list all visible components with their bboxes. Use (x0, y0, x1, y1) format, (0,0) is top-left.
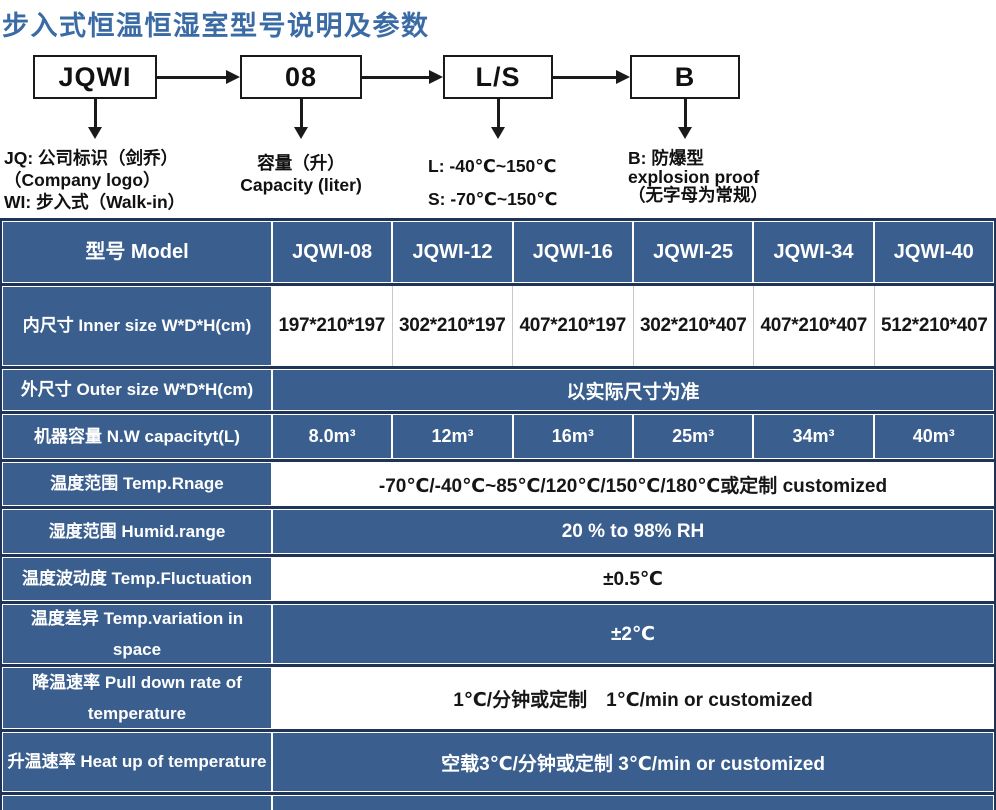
row-label: 温度差异 Temp.variation in space (2, 604, 272, 664)
arrow-right-icon (553, 76, 616, 79)
row-label: 升温速率 Heat up of temperature (2, 732, 272, 792)
arrow-down-icon (300, 99, 303, 127)
code-box-capacity: 08 (240, 55, 362, 99)
row-label: 机器重量 N.W weight(kg) (2, 795, 272, 810)
row-label: 内尺寸 Inner size W*D*H(cm) (2, 286, 272, 366)
note-capacity: 容量（升） Capacity (liter) (225, 152, 377, 196)
row-value: 以实际尺寸为准 (272, 369, 994, 411)
row-label: 温度波动度 Temp.Fluctuation (2, 557, 272, 601)
note-line: Capacity (liter) (240, 175, 362, 195)
note-line: 容量（升） (257, 153, 345, 173)
code-box-label: L/S (475, 61, 521, 92)
row-value: ±0.5℃ (272, 557, 994, 601)
row-label: 温度范围 Temp.Rnage (2, 462, 272, 506)
code-box-label: 08 (284, 61, 318, 92)
arrow-down-icon (94, 99, 97, 127)
inner-size-cell: 197*210*197 (272, 286, 392, 366)
note-line: （无字母为常规） (628, 185, 768, 205)
arrow-right-icon (362, 76, 429, 79)
note-line: L: -40℃~150℃ (428, 156, 557, 176)
table-row-inner-size: 内尺寸 Inner size W*D*H(cm) 197*210*197 302… (2, 286, 994, 366)
capacity-cell: 12m³ (392, 414, 513, 459)
page-title: 步入式恒温恒湿室型号说明及参数 (2, 11, 430, 41)
inner-size-cell: 302*210*197 (391, 286, 512, 366)
note-temp-class: L: -40℃~150℃ S: -70℃~150℃ (428, 150, 557, 216)
code-box-jqwi: JQWI (33, 55, 157, 99)
table-row-temp-fluctuation: 温度波动度 Temp.Fluctuation ±0.5℃ (2, 557, 994, 601)
model-column-header: JQWI-08 (272, 221, 393, 283)
code-box-temp-class: L/S (443, 55, 553, 99)
note-line: explosion proof (628, 166, 760, 187)
inner-size-cell: 512*210*407 (873, 286, 994, 366)
table-row-humidity-range: 湿度范围 Humid.range 20 % to 98% RH (2, 509, 994, 554)
spec-table: 型号 Model JQWI-08 JQWI-12 JQWI-16 JQWI-25… (0, 218, 996, 810)
note-line: JQ: 公司标识（剑乔） (4, 148, 179, 168)
row-value: ±2℃ (272, 604, 994, 664)
inner-size-cell: 407*210*197 (512, 286, 633, 366)
arrow-right-icon (157, 76, 226, 79)
arrow-down-icon (497, 99, 500, 127)
note-line: S: -70℃~150℃ (428, 189, 558, 209)
table-row-temp-range: 温度范围 Temp.Rnage -70℃/-40℃~85℃/120℃/150℃/… (2, 462, 994, 506)
note-company-logo: JQ: 公司标识（剑乔） （Company logo） WI: 步入式（Walk… (4, 147, 185, 213)
table-row-outer-size: 外尺寸 Outer size W*D*H(cm) 以实际尺寸为准 (2, 369, 994, 411)
capacity-cell: 40m³ (873, 414, 994, 459)
row-value: 以实际重量为准 (272, 795, 994, 810)
note-explosion-proof: B: 防爆型 explosion proof （无字母为常规） (628, 149, 768, 205)
inner-size-cell: 302*210*407 (632, 286, 753, 366)
row-value: -70℃/-40℃~85℃/120℃/150℃/180℃或定制 customiz… (272, 462, 994, 506)
table-row-pull-down-rate: 降温速率 Pull down rate of temperature 1℃/分钟… (2, 667, 994, 729)
capacity-cell: 25m³ (632, 414, 754, 459)
row-label: 湿度范围 Humid.range (2, 509, 272, 554)
code-box-explosion: B (630, 55, 740, 99)
note-line: B: 防爆型 (628, 148, 704, 168)
capacity-cell: 16m³ (512, 414, 633, 459)
table-row-heat-up-rate: 升温速率 Heat up of temperature 空载3℃/分钟或定制 3… (2, 732, 994, 792)
model-column-header: JQWI-34 (753, 221, 874, 283)
row-label-model: 型号 Model (2, 221, 272, 283)
table-row-capacity: 机器容量 N.W capacityt(L) 8.0m³ 12m³ 16m³ 25… (2, 414, 994, 459)
inner-size-cell: 407*210*407 (753, 286, 874, 366)
code-box-label: B (674, 61, 696, 92)
row-label: 外尺寸 Outer size W*D*H(cm) (2, 369, 272, 411)
model-column-header: JQWI-25 (632, 221, 754, 283)
table-row-machine-weight: 机器重量 N.W weight(kg) 以实际重量为准 (2, 795, 994, 810)
capacity-cell: 8.0m³ (272, 414, 393, 459)
model-column-header: JQWI-40 (873, 221, 994, 283)
note-line: （Company logo） (4, 170, 161, 190)
row-label: 机器容量 N.W capacityt(L) (2, 414, 272, 459)
table-header-row: 型号 Model JQWI-08 JQWI-12 JQWI-16 JQWI-25… (2, 221, 994, 283)
capacity-cell: 34m³ (753, 414, 874, 459)
row-value: 空载3℃/分钟或定制 3℃/min or customized (272, 732, 994, 792)
model-column-header: JQWI-12 (392, 221, 513, 283)
note-line: WI: 步入式（Walk-in） (4, 192, 186, 212)
row-value: 1℃/分钟或定制 1℃/min or customized (272, 667, 994, 729)
model-column-header: JQWI-16 (512, 221, 633, 283)
arrow-down-icon (684, 99, 687, 127)
row-label: 降温速率 Pull down rate of temperature (2, 667, 272, 729)
code-box-label: JQWI (58, 61, 132, 92)
table-row-temp-variation: 温度差异 Temp.variation in space ±2℃ (2, 604, 994, 664)
row-value: 20 % to 98% RH (272, 509, 994, 554)
